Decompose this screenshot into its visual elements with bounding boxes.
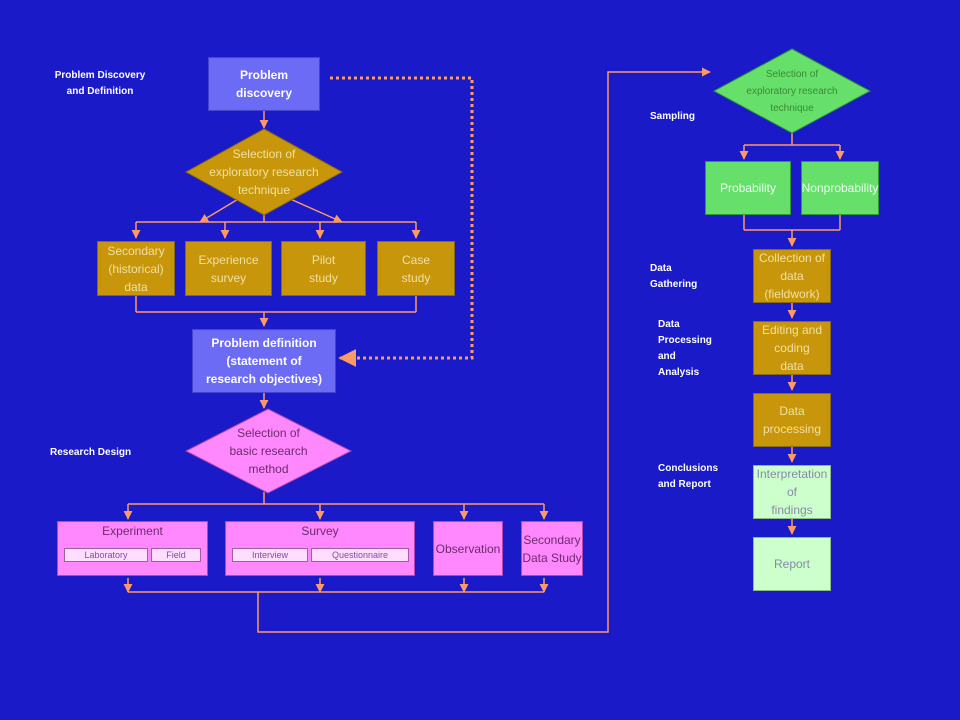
observation-box: Observation <box>433 521 503 576</box>
problem-definition-box: Problem definition (statement of researc… <box>192 329 336 393</box>
collection-of-data-box: Collection of data (fieldwork) <box>753 249 831 303</box>
probability-box: Probability <box>705 161 791 215</box>
stage-label-sampling: Sampling <box>650 111 696 122</box>
selection-sampling-diamond: Selection of exploratory research techni… <box>713 48 871 134</box>
secondary-data-study-box: Secondary Data Study <box>521 521 583 576</box>
stage-label-data-processing: Data Processing and Analysis <box>658 319 712 378</box>
laboratory-box: Laboratory <box>64 548 148 562</box>
selection-method-diamond: Selection of basic research method <box>185 408 352 494</box>
secondary-data-box: Secondary (historical) data <box>97 241 175 296</box>
stage-label-problem-discovery: Problem Discovery and Definition <box>54 70 146 97</box>
stage-label-research-design: Research Design <box>50 447 132 458</box>
experience-survey-box: Experience survey <box>185 241 272 296</box>
problem-discovery-box: Problem discovery <box>208 57 320 111</box>
data-processing-box: Data processing <box>753 393 831 447</box>
selection-method-label: Selection of basic research method <box>229 426 308 476</box>
stage-label-data-gathering: Data Gathering <box>650 263 698 290</box>
nonprobability-box: Nonprobability <box>801 161 879 215</box>
experiment-label: Experiment <box>102 524 163 538</box>
selection-exploratory-label: Selection of exploratory research techni… <box>209 147 319 197</box>
editing-coding-box: Editing and coding data <box>753 321 831 375</box>
selection-exploratory-diamond: Selection of exploratory research techni… <box>185 128 343 216</box>
interview-box: Interview <box>232 548 308 562</box>
interpretation-box: Interpretation of findings <box>753 465 831 519</box>
pilot-study-box: Pilot study <box>281 241 366 296</box>
questionnaire-box: Questionnaire <box>311 548 409 562</box>
selection-sampling-label: Selection of exploratory research techni… <box>746 68 838 114</box>
case-study-box: Case study <box>377 241 455 296</box>
report-box: Report <box>753 537 831 591</box>
field-box: Field <box>151 548 201 562</box>
stage-label-conclusions: Conclusions and Report <box>658 463 719 490</box>
survey-label: Survey <box>301 524 339 538</box>
